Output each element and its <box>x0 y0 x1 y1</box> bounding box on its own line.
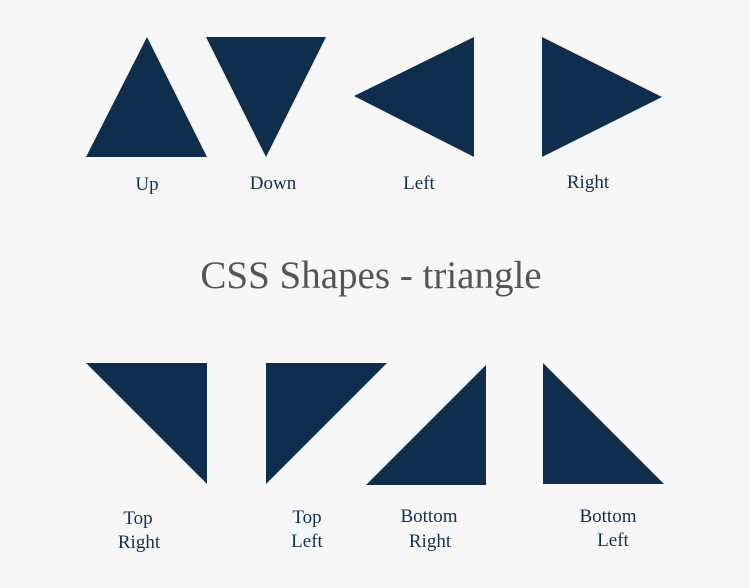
triangle-top-right <box>86 363 207 484</box>
triangle-top-left <box>266 363 387 484</box>
label-down: Down <box>250 173 297 194</box>
triangle-bottom-left <box>543 363 664 484</box>
triangle-down <box>206 37 326 157</box>
page-title: CSS Shapes - triangle <box>200 254 541 297</box>
triangle-up <box>86 37 207 157</box>
label-up: Up <box>135 174 158 195</box>
label-bottom-left-line1: Bottom <box>579 506 636 527</box>
label-top-left-line2: Left <box>291 531 323 552</box>
label-top-right-line1: Top <box>123 508 152 529</box>
label-top-left-line1: Top <box>292 507 321 528</box>
label-bottom-right-line2: Right <box>409 531 452 552</box>
label-top-right-line2: Right <box>118 532 161 553</box>
label-bottom-right-line1: Bottom <box>400 506 457 527</box>
label-bottom-left-line2: Left <box>597 530 629 551</box>
triangle-bottom-right <box>366 365 486 485</box>
triangle-right <box>542 37 662 157</box>
label-left: Left <box>403 173 435 194</box>
triangle-left <box>354 37 474 157</box>
label-right: Right <box>567 172 610 193</box>
